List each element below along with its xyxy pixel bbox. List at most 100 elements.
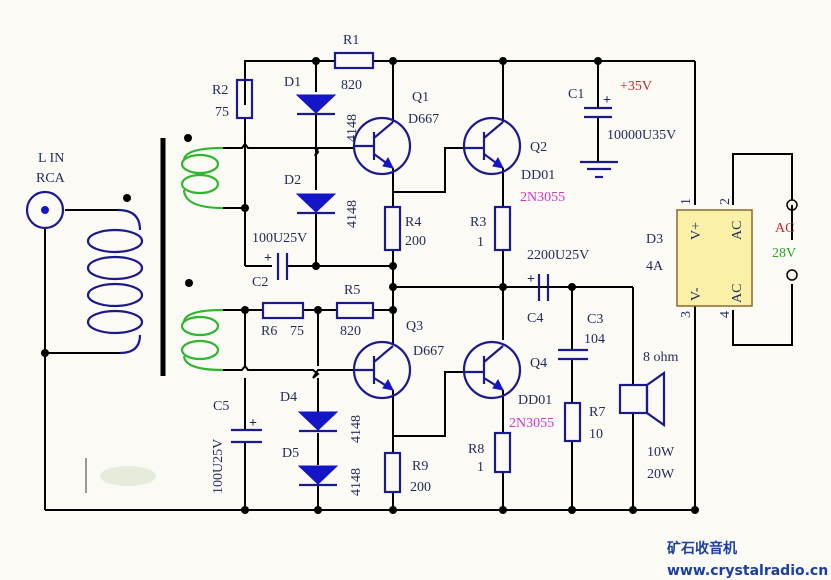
q1-value: D667 (408, 112, 439, 127)
transistor-q1[interactable] (352, 116, 412, 176)
watermark-brand: 矿石收音机 (667, 540, 737, 557)
r7-ref: R7 (589, 405, 605, 420)
junction (312, 57, 320, 65)
d3-pin-1: 1 (679, 198, 694, 205)
rca-jack[interactable] (25, 190, 65, 230)
d3-pin-label-ac1: AC (730, 221, 745, 240)
capacitor-c5[interactable]: + (231, 416, 262, 444)
c4-ref: C4 (527, 311, 543, 326)
transistor-q2[interactable] (462, 116, 522, 176)
resistor-r5[interactable] (335, 301, 375, 320)
junction (691, 506, 699, 514)
r3-value: 1 (477, 235, 484, 250)
junction (314, 506, 322, 514)
q3-value: D667 (413, 344, 444, 359)
capacitor-c4[interactable]: + (527, 272, 550, 301)
junction (314, 306, 322, 314)
watermark: 矿石收音机 www.crystalradio.cn (667, 540, 828, 579)
wire-upper-sec-top (223, 142, 355, 157)
r5-value: 820 (340, 324, 361, 339)
d5-value: 4148 (349, 468, 364, 496)
capacitor-c2[interactable]: + (264, 251, 289, 280)
diode-d2[interactable] (295, 193, 337, 215)
polarity-dot (185, 279, 193, 287)
speaker-power-1: 10W (647, 445, 675, 460)
input-label-2: RCA (36, 171, 66, 186)
junction (41, 349, 49, 357)
d1-ref: D1 (284, 75, 301, 90)
svg-text:+: + (264, 251, 272, 266)
capacitor-c1[interactable]: + (584, 93, 612, 119)
resistor-r6[interactable] (261, 301, 305, 320)
resistor-r1[interactable] (333, 51, 375, 70)
c5-ref: C5 (213, 399, 229, 414)
wire-ac-bot (732, 284, 793, 346)
d3-pin-label-vplus: V+ (689, 222, 704, 240)
r6-ref: R6 (261, 324, 277, 339)
resistor-r3[interactable] (493, 205, 512, 252)
wire-q3-q4 (393, 371, 465, 437)
q4-part: 2N3055 (509, 416, 554, 431)
ac-voltage: 28V (772, 246, 796, 261)
c5-value: 100U25V (211, 439, 226, 494)
bridge-rectifier-d3[interactable] (676, 209, 753, 307)
wires (44, 60, 793, 511)
resistor-r7[interactable] (563, 401, 582, 443)
resistor-r8[interactable] (493, 431, 512, 474)
q3-ref: Q3 (406, 319, 423, 334)
ground-symbol (580, 160, 618, 179)
r1-ref: R1 (343, 33, 359, 48)
q4-value: DD01 (518, 393, 552, 408)
speaker[interactable] (618, 370, 666, 428)
d2-ref: D2 (284, 173, 301, 188)
polarity-dot (123, 194, 131, 202)
transistor-q4[interactable] (462, 340, 522, 400)
junction (629, 506, 637, 514)
junction (312, 262, 320, 270)
junctions (41, 57, 699, 514)
c1-value: 10000U35V (607, 128, 676, 143)
c3-ref: C3 (587, 312, 603, 327)
capacitor-c3[interactable] (558, 348, 588, 361)
primary-coil (86, 208, 144, 355)
c2-ref: C2 (252, 275, 268, 290)
junction (241, 506, 249, 514)
d3-pin-label-ac2: AC (730, 284, 745, 303)
artifact-mark (85, 458, 87, 493)
transistor-q3[interactable] (352, 340, 412, 400)
junction (499, 283, 507, 291)
resistor-r9[interactable] (383, 451, 402, 494)
d2-value: 4148 (345, 200, 360, 228)
r1-value: 820 (341, 78, 362, 93)
r9-value: 200 (410, 480, 431, 495)
junction (389, 262, 397, 270)
r4-ref: R4 (405, 215, 421, 230)
r8-ref: R8 (468, 442, 484, 457)
resistor-r2[interactable] (235, 78, 254, 120)
r9-ref: R9 (412, 459, 428, 474)
rca-jack-ring (25, 190, 65, 230)
resistor-r4[interactable] (383, 205, 402, 252)
ac-label: AC (775, 221, 794, 236)
d3-pin-2: 2 (718, 198, 733, 205)
svg-text:+: + (249, 416, 257, 431)
r6-value: 75 (290, 324, 304, 339)
diode-d1[interactable] (295, 94, 337, 116)
junction (389, 283, 397, 291)
wire-q1-q2 (393, 147, 465, 193)
rca-jack-pin (41, 206, 49, 214)
diode-d4[interactable] (297, 411, 339, 433)
junction (568, 283, 576, 291)
labels: L IN RCA R1 820 R2 75 D1 D2 4148 4148 Q1… (36, 33, 796, 496)
transformer (86, 134, 224, 376)
junction (389, 506, 397, 514)
r4-value: 200 (405, 234, 426, 249)
r2-ref: R2 (212, 83, 228, 98)
wire-ac-top (732, 153, 793, 240)
diode-d5[interactable] (297, 465, 339, 487)
junction (594, 57, 602, 65)
ac-terminal-bottom[interactable] (786, 269, 798, 281)
junction (241, 306, 249, 314)
